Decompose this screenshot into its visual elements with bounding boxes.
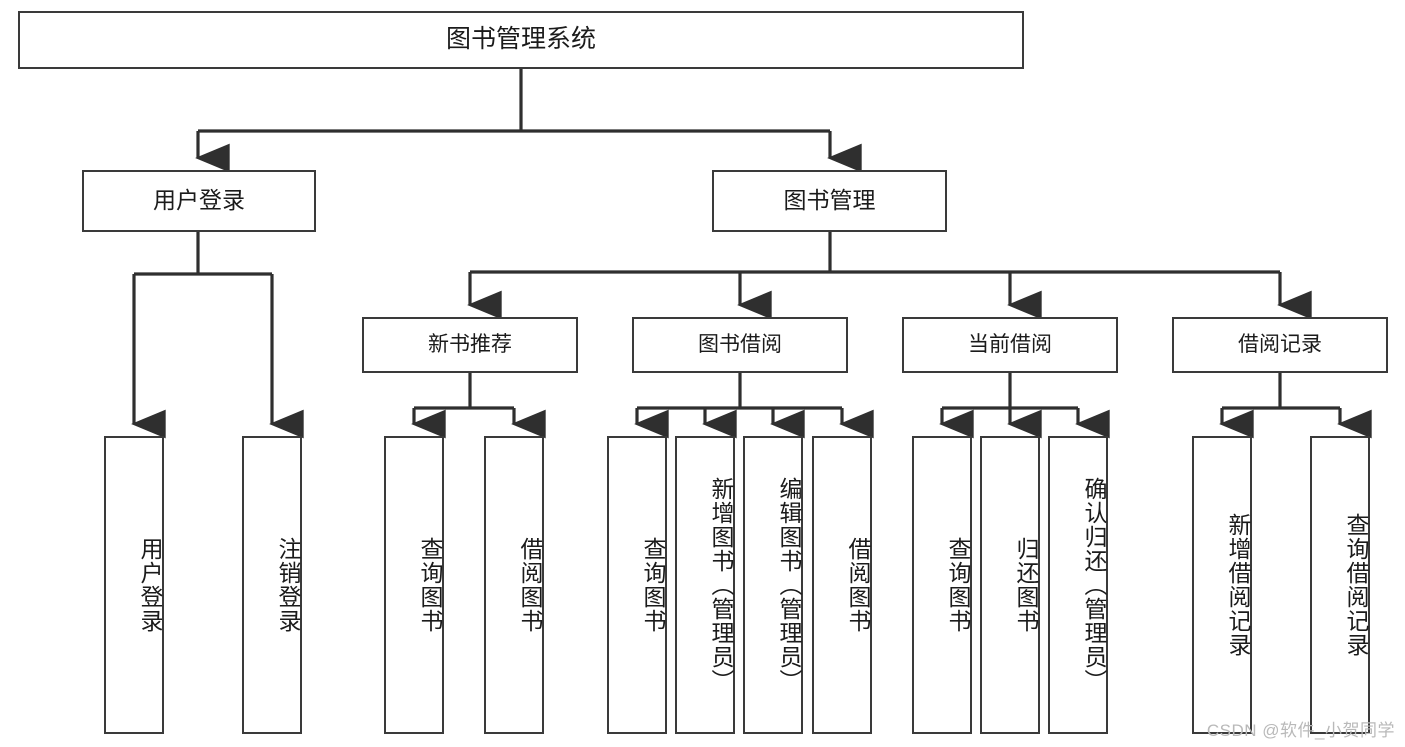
node-user-login[interactable]: 用户登录: [82, 170, 316, 232]
node-book-borrow[interactable]: 图书借阅: [632, 317, 848, 373]
node-label: 查询借阅记录: [1343, 513, 1369, 657]
csdn-watermark: CSDN @软件_小贺同学: [1206, 721, 1395, 740]
node-label: 图书管理: [783, 187, 876, 214]
node-label: 新书推荐: [428, 332, 512, 356]
node-label: 借阅记录: [1238, 332, 1322, 356]
leaf-user-login-logout[interactable]: 注销登录: [242, 436, 302, 734]
node-new-book-recommend[interactable]: 新书推荐: [362, 317, 578, 373]
leaf-book-borrow-edit-book-admin[interactable]: 编辑图书（管理员）: [743, 436, 803, 734]
leaf-new-book-borrow-book[interactable]: 借阅图书: [484, 436, 544, 734]
leaf-user-login-login[interactable]: 用户登录: [104, 436, 164, 734]
leaf-current-borrow-query-book[interactable]: 查询图书: [912, 436, 972, 734]
leaf-current-borrow-return-book[interactable]: 归还图书: [980, 436, 1040, 734]
node-label: 借阅图书: [845, 537, 871, 633]
node-label: 图书管理系统: [445, 25, 596, 54]
node-label: 新增借阅记录: [1225, 513, 1251, 657]
leaf-book-borrow-borrow-book[interactable]: 借阅图书: [812, 436, 872, 734]
leaf-new-book-query-book[interactable]: 查询图书: [384, 436, 444, 734]
node-borrow-record[interactable]: 借阅记录: [1172, 317, 1388, 373]
node-label: 查询图书: [945, 537, 971, 633]
leaf-current-borrow-confirm-return-admin[interactable]: 确认归还（管理员）: [1048, 436, 1108, 734]
node-label: 归还图书: [1013, 537, 1039, 633]
node-label: 借阅图书: [517, 537, 543, 633]
node-label: 注销登录: [275, 537, 301, 633]
node-label: 确认归还（管理员）: [1081, 477, 1107, 693]
node-label: 新增图书（管理员）: [708, 477, 734, 693]
node-label: 查询图书: [640, 537, 666, 633]
leaf-borrow-record-add-record[interactable]: 新增借阅记录: [1192, 436, 1252, 734]
leaf-borrow-record-query-record[interactable]: 查询借阅记录: [1310, 436, 1370, 734]
leaf-book-borrow-add-book-admin[interactable]: 新增图书（管理员）: [675, 436, 735, 734]
node-book-management-system[interactable]: 图书管理系统: [18, 11, 1024, 69]
node-label: 查询图书: [417, 537, 443, 633]
node-label: 图书借阅: [698, 332, 782, 356]
leaf-book-borrow-query-book[interactable]: 查询图书: [607, 436, 667, 734]
node-label: 当前借阅: [968, 332, 1052, 356]
node-label: 编辑图书（管理员）: [776, 477, 802, 693]
node-label: 用户登录: [153, 187, 245, 214]
node-current-borrow[interactable]: 当前借阅: [902, 317, 1118, 373]
node-book-management[interactable]: 图书管理: [712, 170, 947, 232]
node-label: 用户登录: [137, 537, 163, 633]
